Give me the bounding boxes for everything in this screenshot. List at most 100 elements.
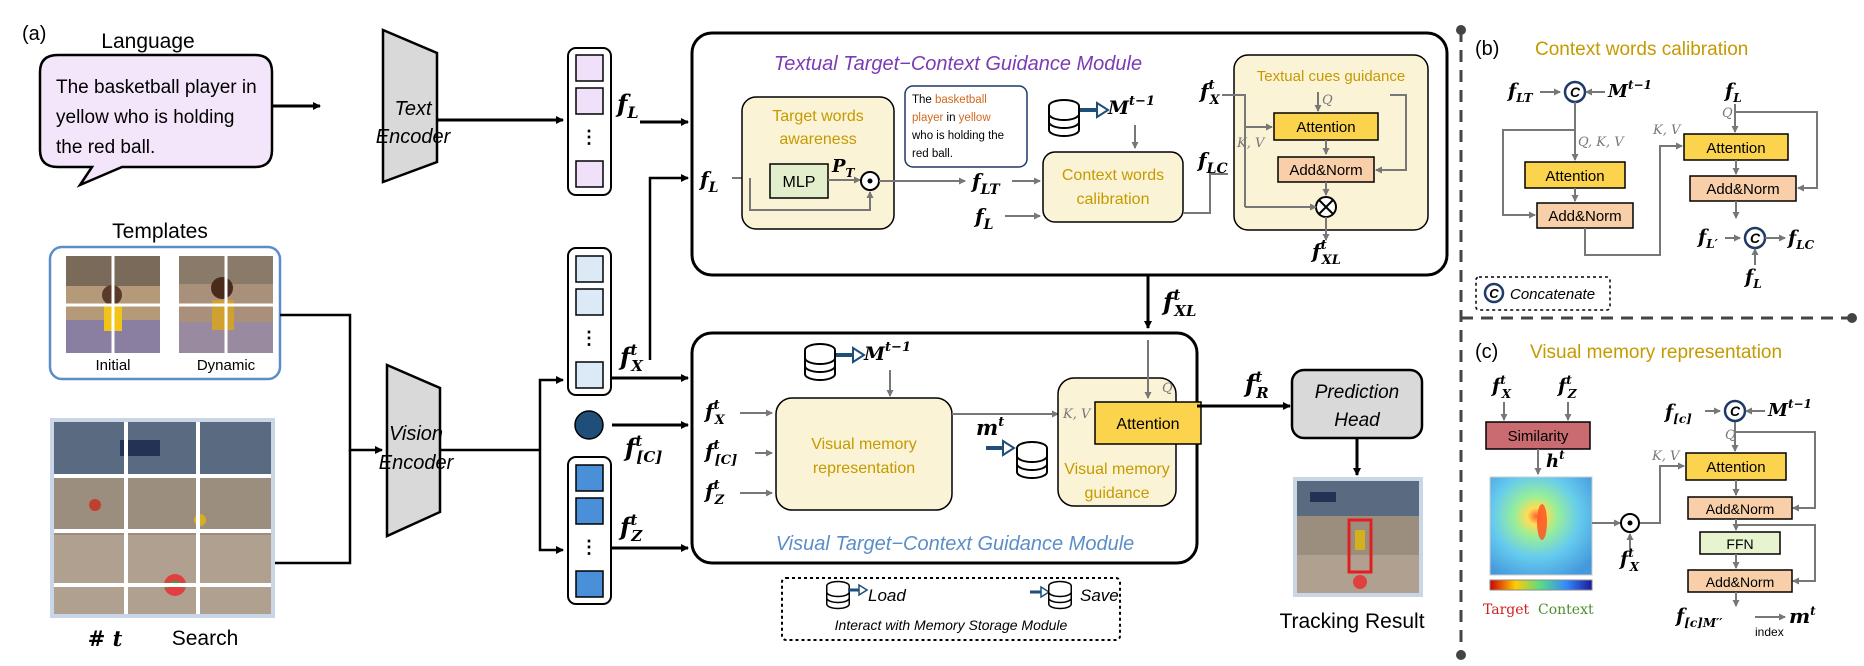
svg-text:Concatenate: Concatenate <box>1510 286 1595 303</box>
svg-text:C: C <box>1730 403 1741 419</box>
svg-text:C: C <box>1750 230 1761 246</box>
svg-text:fL: fL <box>973 204 994 233</box>
text-encoder-label-1: Text <box>394 98 433 120</box>
svg-text:⋮: ⋮ <box>580 127 598 147</box>
svg-text:ftZ: ftZ <box>1556 373 1578 401</box>
svg-text:C: C <box>1570 84 1581 100</box>
cls-token <box>574 410 604 440</box>
svg-text:⋮: ⋮ <box>580 537 598 557</box>
svg-text:player in yellow: player in yellow <box>912 112 991 124</box>
visual-module-title: Visual Target−Context Guidance Module <box>776 533 1135 555</box>
mt-label: mt <box>976 415 1004 440</box>
svg-text:ftZ: ftZ <box>703 478 725 508</box>
svg-text:Q, K, V: Q, K, V <box>1578 135 1625 150</box>
textual-module-title: Textual Target−Context Guidance Module <box>774 53 1142 75</box>
text-encoder <box>381 28 439 184</box>
svg-text:ftX: ftX <box>1198 78 1221 108</box>
svg-text:Add&Norm: Add&Norm <box>1706 501 1774 517</box>
svg-text:Q: Q <box>1322 93 1333 108</box>
svg-text:fL′: fL′ <box>1696 226 1719 251</box>
svg-text:Attention: Attention <box>1706 140 1765 157</box>
vision-encoder-label-1: Vision <box>389 423 443 445</box>
tracking-result-label: Tracking Result <box>1279 610 1424 633</box>
svg-text:Context words: Context words <box>1062 167 1164 184</box>
svg-text:Add&Norm: Add&Norm <box>1706 574 1774 590</box>
language-title: Language <box>101 30 194 53</box>
svg-text:Q: Q <box>1162 381 1173 396</box>
addnorm-block-c1 <box>1687 496 1793 520</box>
attention-block-visual <box>1094 401 1202 445</box>
svg-text:Mt−1: Mt−1 <box>1607 78 1652 102</box>
template-token-stack <box>567 456 612 605</box>
addnorm-block-c2 <box>1687 569 1793 593</box>
mlp-box <box>769 163 829 199</box>
panel-a-label: (a) <box>22 23 46 45</box>
svg-text:Textual cues guidance: Textual cues guidance <box>1257 68 1405 85</box>
svg-text:mt: mt <box>1789 604 1816 628</box>
context-label: Context <box>1538 602 1594 618</box>
vision-encoder-label-2: Encoder <box>379 452 455 474</box>
fLC-label: fLC <box>1196 148 1228 177</box>
svg-text:Mt−1: Mt−1 <box>863 340 911 365</box>
legend-load: Load <box>868 586 906 605</box>
svg-text:fL: fL <box>1723 80 1742 105</box>
text-encoder-label-2: Encoder <box>376 126 452 148</box>
panel-b-label: (b) <box>1475 38 1499 60</box>
attention-block-textual <box>1273 112 1379 141</box>
svg-text:fL: fL <box>1743 266 1762 291</box>
panel-b-title: Context words calibration <box>1535 39 1748 60</box>
svg-text:awareness: awareness <box>779 131 856 148</box>
search-image <box>50 418 275 618</box>
svg-text:The basketball: The basketball <box>912 94 987 106</box>
search-index: # t <box>88 626 123 651</box>
svg-text:Mt−1: Mt−1 <box>1107 94 1155 119</box>
legend-caption: Interact with Memory Storage Module <box>835 617 1068 633</box>
template-dynamic-image <box>179 256 273 353</box>
svg-text:fLC: fLC <box>1786 227 1815 252</box>
pt-label: PT <box>831 156 856 180</box>
target-word-annotation <box>904 85 1028 168</box>
svg-text:Target words: Target words <box>772 108 864 125</box>
panel-c-title: Visual memory representation <box>1530 342 1782 363</box>
legend-save: Save <box>1080 586 1119 605</box>
search-token-stack <box>567 247 612 396</box>
svg-text:who is holding the: who is holding the <box>911 130 1004 142</box>
svg-text:Add&Norm: Add&Norm <box>1289 162 1362 179</box>
templates-title: Templates <box>112 220 208 243</box>
svg-text:Attention: Attention <box>1296 119 1355 136</box>
addnorm-block-textual <box>1277 156 1375 183</box>
memory-load-icon-top <box>1048 99 1080 137</box>
svg-text:K, V: K, V <box>1062 407 1092 422</box>
visual-memory-representation <box>775 397 953 511</box>
language-line-2: yellow who is holding <box>56 107 235 128</box>
search-title: Search <box>172 627 239 650</box>
fC-label: ft[C] <box>623 432 662 466</box>
svg-text:Head: Head <box>1334 410 1381 431</box>
svg-text:ftX: ftX <box>1618 546 1640 574</box>
similarity-block <box>1485 421 1591 450</box>
svg-text:K, V: K, V <box>1236 136 1266 151</box>
addnorm-block-b2 <box>1689 175 1797 202</box>
svg-text:ftX: ftX <box>703 398 726 428</box>
svg-text:FFN: FFN <box>1726 536 1753 552</box>
svg-text:Attention: Attention <box>1116 416 1179 433</box>
memory-save-icon-visual <box>1016 441 1048 479</box>
svg-text:Similarity: Similarity <box>1508 428 1569 445</box>
text-token-stack <box>567 47 612 196</box>
target-label: Target <box>1483 602 1530 618</box>
fL-label: fL <box>615 89 639 122</box>
index-label: index <box>1755 625 1784 639</box>
concatenate-legend <box>1475 276 1611 311</box>
language-line-3: the red ball. <box>56 137 155 158</box>
svg-text:MLP: MLP <box>783 174 816 191</box>
language-bubble <box>38 53 274 188</box>
svg-text:Visual memory: Visual memory <box>1064 461 1170 478</box>
svg-text:ft[C]: ft[C] <box>703 438 737 468</box>
language-line-1: The basketball player in <box>56 77 257 98</box>
memory-load-icon-visual <box>804 343 836 381</box>
ffn-block <box>1699 531 1781 555</box>
svg-text:Add&Norm: Add&Norm <box>1548 208 1621 225</box>
